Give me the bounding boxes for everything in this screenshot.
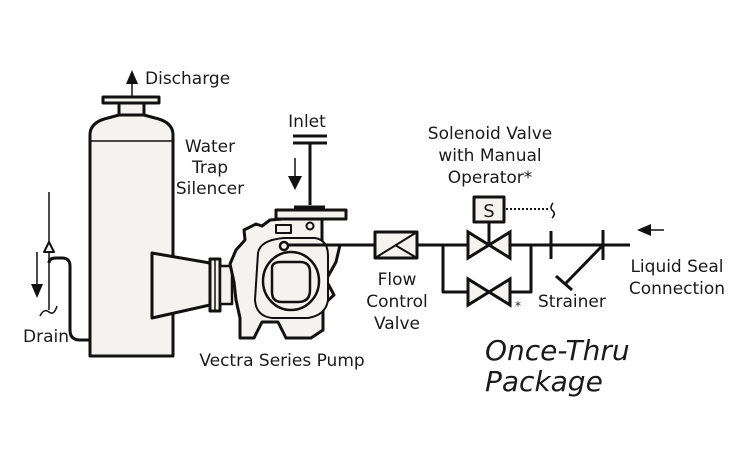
strainer-label: Strainer [538, 292, 606, 312]
flow-valve-label-line2: Control [366, 292, 427, 312]
seal-water-port [278, 240, 290, 252]
drain-label: Drain [23, 327, 69, 347]
liquid-seal-arrow-icon [637, 224, 664, 236]
pump-boss [275, 224, 292, 234]
inlet-label: Inlet [288, 112, 326, 132]
discharge-arrow-icon [126, 70, 138, 98]
solenoid-label-line2: with Manual [438, 146, 541, 166]
strainer-cap [555, 274, 573, 292]
solenoid-symbol: S [483, 201, 494, 222]
drain-arrow-icon [31, 252, 43, 298]
liquid-seal-label-line2: Connection [629, 279, 725, 299]
inlet-arrow-icon [288, 158, 302, 190]
discharge-label: Discharge [145, 69, 230, 89]
inlet-piping [293, 134, 327, 209]
package-title-line1: Once-Thru [485, 334, 630, 367]
silencer-inlet-cone [150, 251, 212, 320]
pump-port [270, 260, 312, 304]
bypass-asterisk: * [515, 299, 521, 313]
solenoid-label-line1: Solenoid Valve [428, 124, 552, 144]
bypass-manual-valve [466, 276, 512, 308]
drain-break-icon [39, 305, 58, 317]
solenoid-box [472, 195, 506, 224]
flow-control-valve [373, 230, 419, 260]
solenoid-label-line3: Operator* [448, 168, 533, 188]
liquid-seal-label-line1: Liquid Seal [630, 257, 723, 277]
pump-port-c1 [305, 221, 315, 231]
flow-valve-label-line3: Valve [374, 314, 420, 334]
strainer-body [564, 243, 605, 285]
drain-piping [39, 192, 90, 342]
drain-pipe [47, 256, 90, 342]
vectra-series-pump [228, 208, 348, 340]
pump-label: Vectra Series Pump [199, 351, 364, 371]
solenoid-valve [466, 195, 512, 261]
drain-valve-icon [43, 241, 55, 253]
silencer-label-line2: Trap [191, 158, 228, 178]
silencer-label-line1: Water [185, 137, 235, 157]
bypass-line-left [441, 245, 468, 294]
silencer-tank [88, 113, 175, 358]
pump-discharge-stub [218, 264, 234, 306]
bypass-line-right [510, 245, 533, 294]
flow-valve-label-line1: Flow [378, 270, 417, 290]
signal-break-icon [550, 202, 556, 219]
silencer-label-line3: Silencer [176, 179, 244, 199]
package-title-line2: Package [485, 365, 603, 398]
